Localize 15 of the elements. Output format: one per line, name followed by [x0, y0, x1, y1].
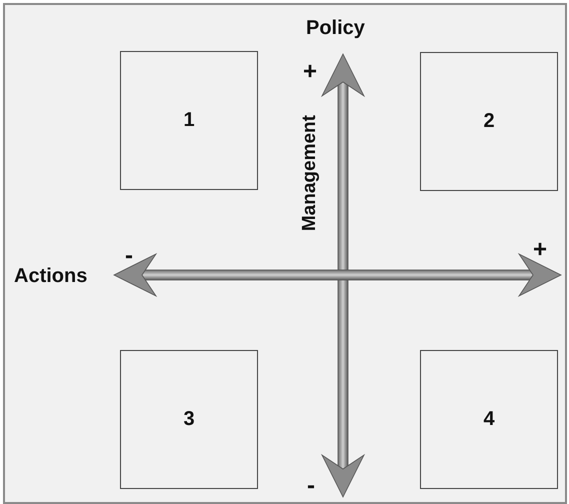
- axis-title: Policy: [306, 18, 365, 38]
- quadrant-box: [120, 350, 258, 489]
- quadrant-number: 3: [183, 408, 195, 431]
- quadrant-box: [420, 350, 558, 489]
- plus-sign: +: [533, 238, 548, 262]
- quadrant-number: 2: [483, 110, 495, 133]
- minus-sign: -: [307, 474, 315, 498]
- axis-title: Management: [300, 115, 319, 232]
- quadrant-number: 4: [483, 408, 495, 431]
- axis-title: Actions: [14, 266, 88, 286]
- quadrant-box: [420, 52, 558, 191]
- quadrant-number: 1: [183, 109, 195, 132]
- plus-sign: +: [303, 60, 318, 84]
- quadrant-box: [120, 51, 258, 190]
- minus-sign: -: [125, 244, 133, 268]
